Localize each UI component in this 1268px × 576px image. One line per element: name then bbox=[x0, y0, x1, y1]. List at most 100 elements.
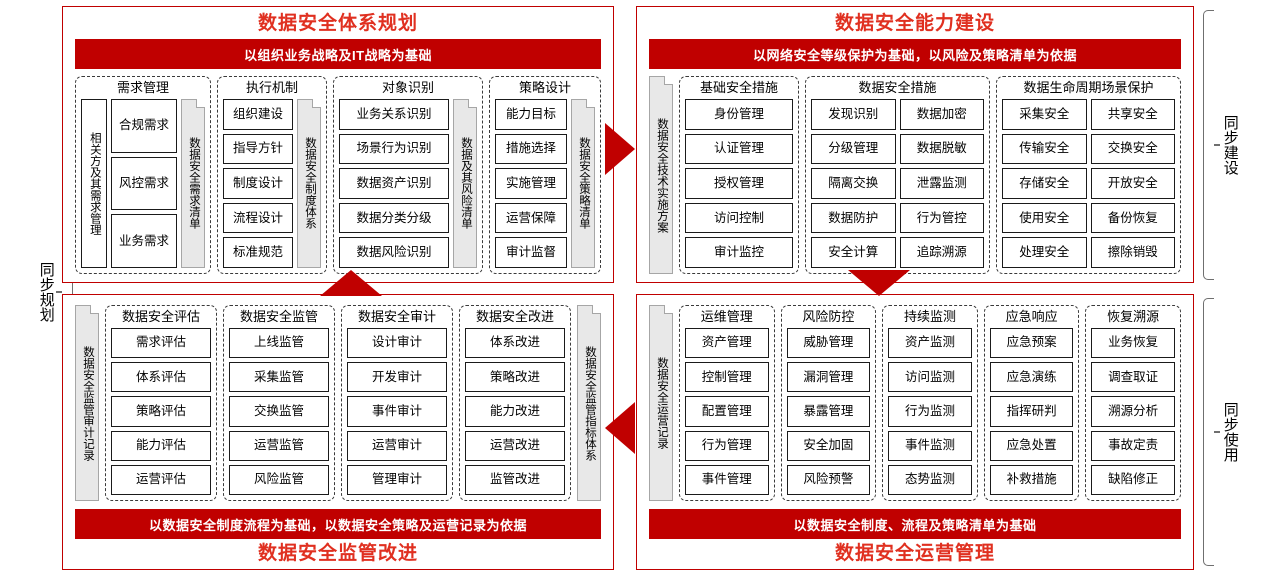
list-item[interactable]: 管理审计 bbox=[347, 464, 447, 496]
group-object-identification[interactable]: 对象识别 业务关系识别 场景行为识别 数据资产识别 数据分类分级 数据风险识别 … bbox=[333, 76, 483, 274]
group-data-lifecycle-protection[interactable]: 数据生命周期场景保护 采集安全 传输安全 存储安全 使用安全 处理安全 共享安全… bbox=[996, 76, 1181, 274]
list-item[interactable]: 事件审计 bbox=[347, 396, 447, 427]
list-item[interactable]: 审计监督 bbox=[495, 237, 567, 268]
list-item[interactable]: 存储安全 bbox=[1002, 168, 1087, 199]
list-item[interactable]: 缺陷修正 bbox=[1091, 464, 1175, 496]
group-emergency-response[interactable]: 应急响应 应急预案 应急演练 指挥研判 应急处置 补救措施 bbox=[983, 305, 1080, 501]
output-panel-data-risk-list[interactable]: 数据及其风险清单 bbox=[453, 98, 477, 268]
list-item[interactable]: 调查取证 bbox=[1091, 362, 1175, 393]
list-item[interactable]: 应急演练 bbox=[989, 362, 1074, 393]
list-item[interactable]: 补救措施 bbox=[989, 464, 1074, 496]
list-item[interactable]: 访问控制 bbox=[685, 202, 793, 234]
list-item[interactable]: 业务需求 bbox=[111, 214, 177, 268]
list-item[interactable]: 能力评估 bbox=[111, 430, 211, 461]
group-data-security-supervision[interactable]: 数据安全监管 上线监管 采集监管 交换监管 运营监管 风险监管 bbox=[223, 305, 335, 501]
list-item[interactable]: 风控需求 bbox=[111, 156, 177, 211]
group-data-security-improvement[interactable]: 数据安全改进 体系改进 策略改进 能力改进 运营改进 监管改进 bbox=[459, 305, 571, 501]
list-item[interactable]: 行为管控 bbox=[899, 202, 984, 234]
list-item[interactable]: 溯源分析 bbox=[1091, 396, 1175, 427]
list-item[interactable]: 使用安全 bbox=[1002, 202, 1087, 234]
output-panel-institution-system[interactable]: 数据安全制度体系 bbox=[297, 98, 321, 268]
list-item[interactable]: 合规需求 bbox=[111, 98, 177, 153]
list-item[interactable]: 策略评估 bbox=[111, 396, 211, 427]
list-item[interactable]: 分级管理 bbox=[811, 133, 896, 165]
output-panel-requirement-list[interactable]: 数据安全需求清单 bbox=[181, 98, 205, 268]
cell-stakeholder-requirement[interactable]: 相关方及其需求管理 bbox=[81, 98, 107, 268]
group-data-security-assessment[interactable]: 数据安全评估 需求评估 体系评估 策略评估 能力评估 运营评估 bbox=[105, 305, 217, 501]
list-item[interactable]: 行为管理 bbox=[685, 430, 769, 461]
list-item[interactable]: 态势监测 bbox=[888, 464, 972, 496]
list-item[interactable]: 指导方针 bbox=[223, 133, 293, 165]
list-item[interactable]: 数据资产识别 bbox=[339, 168, 449, 199]
list-item[interactable]: 处理安全 bbox=[1002, 237, 1087, 268]
list-item[interactable]: 追踪溯源 bbox=[899, 237, 984, 268]
list-item[interactable]: 漏洞管理 bbox=[786, 362, 871, 393]
group-execution-mechanism[interactable]: 执行机制 组织建设 指导方针 制度设计 流程设计 标准规范 数据安全制度体系 bbox=[217, 76, 327, 274]
list-item[interactable]: 数据风险识别 bbox=[339, 237, 449, 268]
list-item[interactable]: 策略改进 bbox=[465, 362, 565, 393]
list-item[interactable]: 擦除销毁 bbox=[1090, 237, 1175, 268]
list-item[interactable]: 制度设计 bbox=[223, 168, 293, 199]
list-item[interactable]: 资产管理 bbox=[685, 327, 769, 359]
side-panel-tech-implementation-plan[interactable]: 数据安全技术实施方案 bbox=[649, 76, 673, 274]
list-item[interactable]: 上线监管 bbox=[229, 327, 329, 359]
list-item[interactable]: 授权管理 bbox=[685, 168, 793, 199]
side-panel-supervision-audit-record[interactable]: 数据安全监管审计记录 bbox=[75, 305, 99, 501]
list-item[interactable]: 交换安全 bbox=[1090, 133, 1175, 165]
list-item[interactable]: 泄露监测 bbox=[899, 168, 984, 199]
list-item[interactable]: 能力改进 bbox=[465, 396, 565, 427]
list-item[interactable]: 业务恢复 bbox=[1091, 327, 1175, 359]
list-item[interactable]: 备份恢复 bbox=[1090, 202, 1175, 234]
list-item[interactable]: 措施选择 bbox=[495, 133, 567, 165]
list-item[interactable]: 数据脱敏 bbox=[899, 133, 984, 165]
list-item[interactable]: 业务关系识别 bbox=[339, 98, 449, 130]
list-item[interactable]: 标准规范 bbox=[223, 237, 293, 268]
group-data-security-measures[interactable]: 数据安全措施 发现识别 分级管理 隔离交换 数据防护 安全计算 数据加密 数据脱… bbox=[805, 76, 990, 274]
list-item[interactable]: 暴露管理 bbox=[786, 396, 871, 427]
list-item[interactable]: 事件监测 bbox=[888, 430, 972, 461]
list-item[interactable]: 运营评估 bbox=[111, 464, 211, 496]
list-item[interactable]: 体系改进 bbox=[465, 327, 565, 359]
list-item[interactable]: 审计监控 bbox=[685, 237, 793, 268]
list-item[interactable]: 应急处置 bbox=[989, 430, 1074, 461]
group-continuous-monitoring[interactable]: 持续监测 资产监测 访问监测 行为监测 事件监测 态势监测 bbox=[882, 305, 978, 501]
list-item[interactable]: 流程设计 bbox=[223, 202, 293, 234]
list-item[interactable]: 控制管理 bbox=[685, 362, 769, 393]
list-item[interactable]: 数据加密 bbox=[899, 98, 984, 130]
group-recovery-traceability[interactable]: 恢复溯源 业务恢复 调查取证 溯源分析 事故定责 缺陷修正 bbox=[1085, 305, 1181, 501]
output-panel-policy-list[interactable]: 数据安全策略清单 bbox=[571, 98, 595, 268]
list-item[interactable]: 实施管理 bbox=[495, 168, 567, 199]
group-requirement-management[interactable]: 需求管理 相关方及其需求管理 合规需求 风控需求 业务需求 数据安全需求清单 bbox=[75, 76, 211, 274]
list-item[interactable]: 传输安全 bbox=[1002, 133, 1087, 165]
group-data-security-audit[interactable]: 数据安全审计 设计审计 开发审计 事件审计 运营审计 管理审计 bbox=[341, 305, 453, 501]
list-item[interactable]: 体系评估 bbox=[111, 362, 211, 393]
list-item[interactable]: 需求评估 bbox=[111, 327, 211, 359]
list-item[interactable]: 资产监测 bbox=[888, 327, 972, 359]
list-item[interactable]: 风险监管 bbox=[229, 464, 329, 496]
list-item[interactable]: 运营监管 bbox=[229, 430, 329, 461]
list-item[interactable]: 事故定责 bbox=[1091, 430, 1175, 461]
list-item[interactable]: 采集监管 bbox=[229, 362, 329, 393]
list-item[interactable]: 数据防护 bbox=[811, 202, 896, 234]
list-item[interactable]: 发现识别 bbox=[811, 98, 896, 130]
group-policy-design[interactable]: 策略设计 能力目标 措施选择 实施管理 运营保障 审计监督 数据安全策略清单 bbox=[489, 76, 601, 274]
list-item[interactable]: 身份管理 bbox=[685, 98, 793, 130]
list-item[interactable]: 风险预警 bbox=[786, 464, 871, 496]
group-risk-prevention[interactable]: 风险防控 威胁管理 漏洞管理 暴露管理 安全加固 风险预警 bbox=[780, 305, 877, 501]
list-item[interactable]: 访问监测 bbox=[888, 362, 972, 393]
list-item[interactable]: 运营审计 bbox=[347, 430, 447, 461]
list-item[interactable]: 指挥研判 bbox=[989, 396, 1074, 427]
list-item[interactable]: 安全加固 bbox=[786, 430, 871, 461]
group-ops-management[interactable]: 运维管理 资产管理 控制管理 配置管理 行为管理 事件管理 bbox=[679, 305, 775, 501]
list-item[interactable]: 组织建设 bbox=[223, 98, 293, 130]
list-item[interactable]: 隔离交换 bbox=[811, 168, 896, 199]
list-item[interactable]: 采集安全 bbox=[1002, 98, 1087, 130]
list-item[interactable]: 认证管理 bbox=[685, 133, 793, 165]
list-item[interactable]: 安全计算 bbox=[811, 237, 896, 268]
list-item[interactable]: 共享安全 bbox=[1090, 98, 1175, 130]
list-item[interactable]: 监管改进 bbox=[465, 464, 565, 496]
group-basic-security-measures[interactable]: 基础安全措施 身份管理 认证管理 授权管理 访问控制 审计监控 bbox=[679, 76, 799, 274]
list-item[interactable]: 能力目标 bbox=[495, 98, 567, 130]
list-item[interactable]: 运营改进 bbox=[465, 430, 565, 461]
side-panel-operation-record[interactable]: 数据安全运营记录 bbox=[649, 305, 673, 501]
